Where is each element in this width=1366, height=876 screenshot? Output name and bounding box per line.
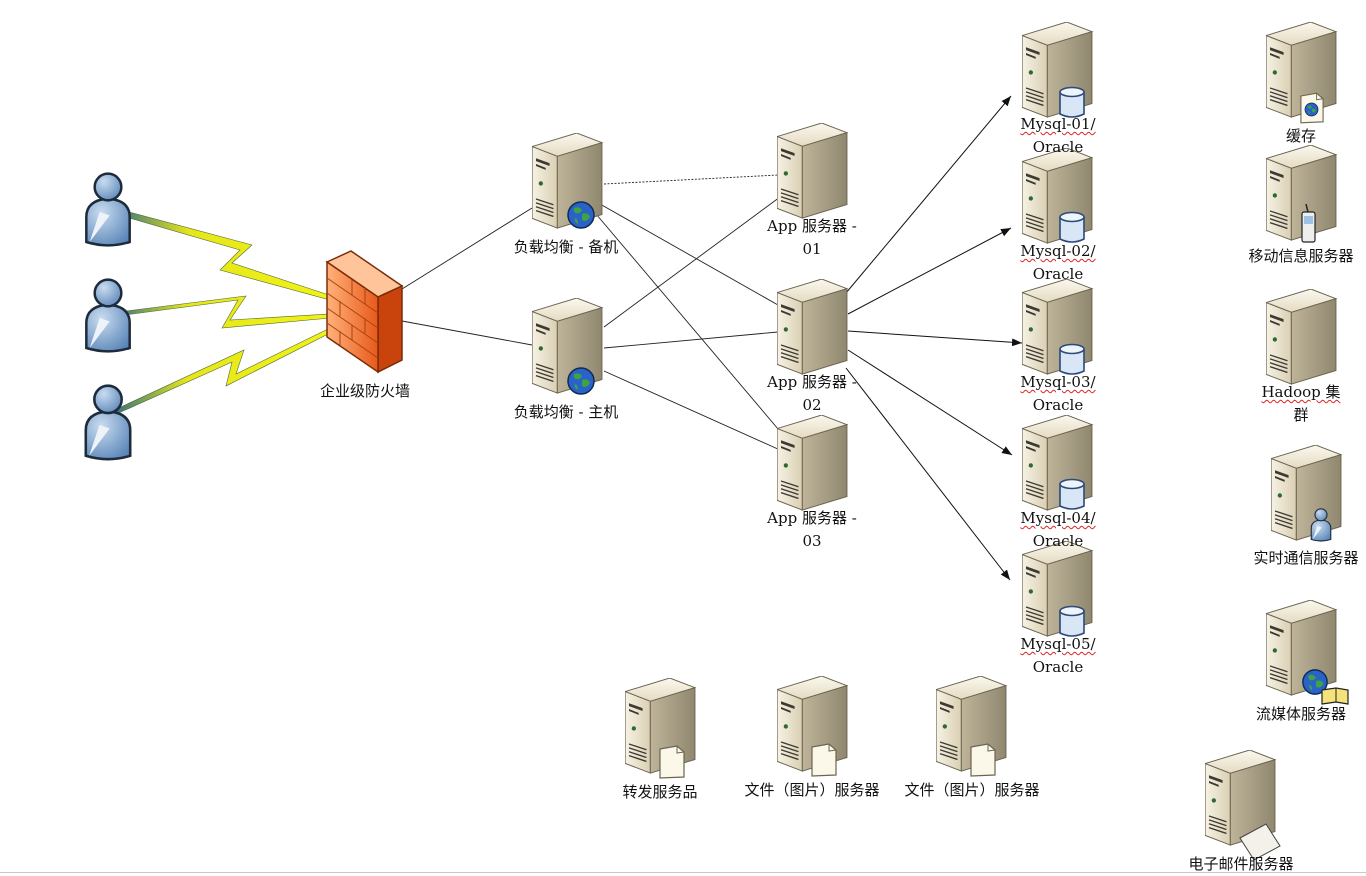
label-db2: Mysql-02/Oracle xyxy=(1020,242,1096,283)
label-app1: App 服务器 -01 xyxy=(767,217,857,258)
label-firewall: 企业级防火墙 xyxy=(319,382,411,400)
server-email xyxy=(1205,750,1281,861)
database-icon xyxy=(1059,211,1085,243)
server-db2 xyxy=(1022,148,1093,244)
server-rtc xyxy=(1271,445,1342,542)
server-lb-backup xyxy=(532,133,603,229)
server-forward xyxy=(625,678,696,779)
edges xyxy=(109,95,1023,581)
edge-app2-db5 xyxy=(845,367,1011,581)
user-icon-3 xyxy=(84,384,132,461)
server-file2 xyxy=(936,676,1007,777)
server-lb-main xyxy=(532,298,603,395)
edge-lb-backup-app1 xyxy=(603,174,779,185)
globe-icon xyxy=(567,201,595,229)
server-app2 xyxy=(777,279,848,375)
envelope-icon xyxy=(1239,823,1281,861)
user-icon-1 xyxy=(84,172,132,247)
edge-lb-backup-app3 xyxy=(595,213,785,437)
label-cache: 缓存 xyxy=(1285,127,1317,145)
database-icon xyxy=(1059,605,1085,637)
edge-app2-db4 xyxy=(847,349,1013,456)
label-app3: App 服务器 -03 xyxy=(767,509,857,550)
edge-user1-fw xyxy=(111,207,333,301)
database-icon xyxy=(1059,478,1085,510)
server-db3 xyxy=(1022,279,1093,375)
user-icon-2 xyxy=(84,278,132,353)
label-file1: 文件（图片）服务器 xyxy=(744,781,880,799)
server-stream xyxy=(1266,600,1349,705)
edge-user3-fw xyxy=(109,328,331,417)
edge-lb-main-app3 xyxy=(603,370,781,451)
server-db1 xyxy=(1022,22,1093,118)
server-db5 xyxy=(1022,541,1093,637)
label-db5: Mysql-05/Oracle xyxy=(1020,635,1096,676)
edge-app2-db2 xyxy=(847,227,1012,315)
label-rtc: 实时通信服务器 xyxy=(1253,549,1359,567)
server-mobile xyxy=(1266,145,1337,243)
label-lb-backup: 负载均衡 - 备机 xyxy=(513,238,619,256)
server-file1 xyxy=(777,676,848,777)
globe-icon xyxy=(567,367,595,395)
edge-user2-fw xyxy=(109,295,331,329)
label-db3: Mysql-03/Oracle xyxy=(1020,373,1096,414)
label-file2: 文件（图片）服务器 xyxy=(904,781,1040,799)
server-db4 xyxy=(1022,415,1093,511)
label-stream: 流媒体服务器 xyxy=(1255,705,1347,723)
globe-page-icon xyxy=(1300,92,1324,124)
label-db4: Mysql-04/Oracle xyxy=(1020,509,1096,550)
label-forward: 转发服务品 xyxy=(622,783,698,801)
file-icon xyxy=(970,743,996,777)
file-icon xyxy=(659,745,685,779)
globe-book-icon xyxy=(1302,669,1349,705)
mobile-phone-icon xyxy=(1301,203,1316,243)
label-lb-main: 负载均衡 - 主机 xyxy=(513,403,619,421)
label-app2: App 服务器 -02 xyxy=(767,373,857,414)
label-db1: Mysql-01/Oracle xyxy=(1020,115,1096,156)
edge-fw-lb-backup xyxy=(401,207,533,290)
server-app3 xyxy=(777,415,848,511)
edge-app2-db3 xyxy=(847,330,1023,347)
edge-lb-main-app2 xyxy=(603,331,779,349)
label-mobile: 移动信息服务器 xyxy=(1248,247,1354,265)
label-email: 电子邮件服务器 xyxy=(1188,855,1294,873)
file-icon xyxy=(811,743,837,777)
edge-lb-backup-app2 xyxy=(599,203,779,306)
edge-lb-main-app1 xyxy=(603,196,781,328)
edge-app2-db1 xyxy=(845,95,1012,294)
label-hadoop: Hadoop 集群 xyxy=(1261,383,1341,424)
edge-fw-lb-main xyxy=(401,320,533,346)
server-cache xyxy=(1266,22,1337,124)
server-app1 xyxy=(777,123,848,219)
firewall-icon xyxy=(325,250,404,374)
server-hadoop xyxy=(1266,289,1337,385)
database-icon xyxy=(1059,343,1085,375)
